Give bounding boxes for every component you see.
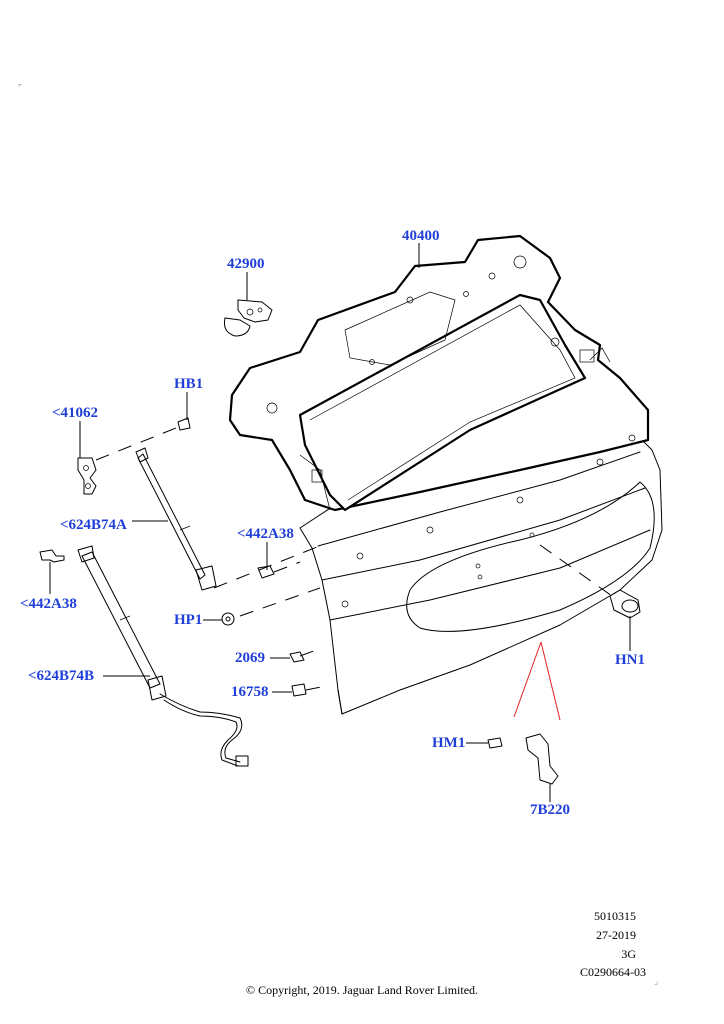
callout-2069[interactable]: 2069 [235,650,265,666]
reference-number: 5010315 [594,909,636,923]
callout-hn1[interactable]: HN1 [615,652,645,668]
gas-strut-a [135,447,217,591]
callout-40400[interactable]: 40400 [402,228,440,244]
callout-16758[interactable]: 16758 [231,684,269,700]
bracket-part [77,457,97,495]
callout-42900[interactable]: 42900 [227,256,265,272]
callout-hp1[interactable]: HP1 [174,612,203,628]
fasteners [39,417,641,785]
hinge-part [224,299,273,337]
callout-hm1[interactable]: HM1 [432,735,466,751]
corner-mark-bottom-right: ⌟ [654,977,659,987]
red-detail-leader [513,641,561,721]
callout-7b220[interactable]: 7B220 [530,802,571,818]
callout-41062[interactable]: <41062 [52,405,99,421]
gas-strut-b [77,545,249,767]
leader-lines [49,243,631,802]
callout-624b74a[interactable]: <624B74A [60,517,127,533]
callout-hb1[interactable]: HB1 [174,376,204,392]
callout-442a38-left[interactable]: <442A38 [20,596,77,612]
date-code: 27-2019 [596,928,636,942]
callout-624b74b[interactable]: <624B74B [28,668,95,684]
installation-dash-lines [95,427,613,691]
callout-442a38-right[interactable]: <442A38 [237,526,294,542]
revision-code: 3G [621,947,636,961]
corner-mark-top-left: ⌜ [18,84,23,94]
copyright-notice: © Copyright, 2019. Jaguar Land Rover Lim… [245,983,479,997]
tailgate-inner-frame [228,234,650,608]
illustration-id: C0290664-03 [580,965,646,979]
